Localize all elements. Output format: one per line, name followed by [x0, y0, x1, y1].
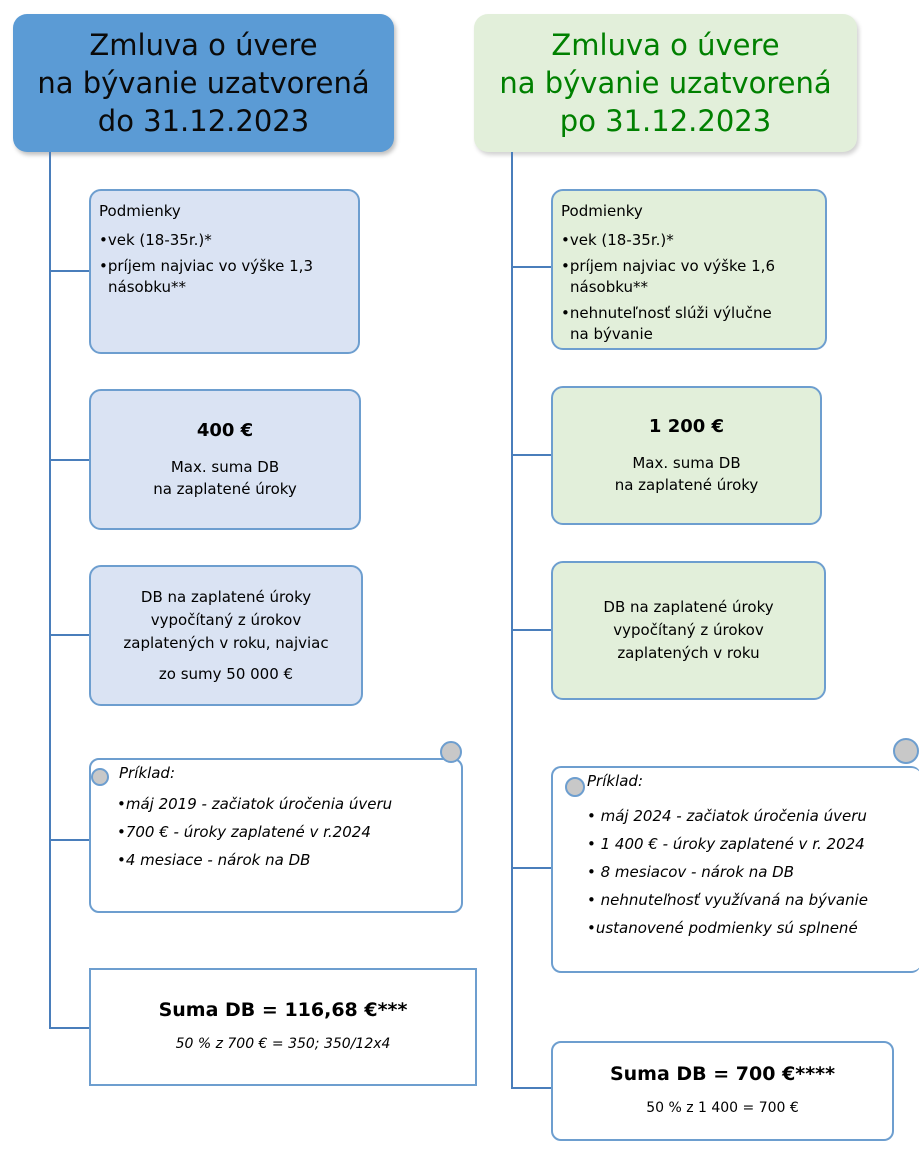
left-header-line-1: Zmluva o úvere	[89, 28, 318, 62]
right-condition-property: •nehnuteľnosť slúži výlučne	[561, 304, 772, 322]
left-conditions-box: Podmienky •vek (18-35r.)* •príjem najvia…	[89, 189, 360, 354]
right-example-item-5: •ustanovené podmienky sú splnené	[587, 919, 858, 937]
right-max-box: 1 200 € Max. suma DB na zaplatené úroky	[551, 386, 822, 525]
right-connector-1	[511, 266, 551, 268]
left-calc-line-3: zaplatených v roku, najviac	[123, 633, 329, 652]
right-condition-property-cont: na bývanie	[570, 325, 653, 343]
left-max-amount: 400 €	[196, 419, 254, 441]
right-max-line-2: na zaplatené úroky	[614, 475, 759, 494]
right-condition-income-cont: násobku**	[570, 278, 648, 296]
left-condition-income: •príjem najviac vo výške 1,3	[99, 257, 313, 275]
right-condition-age: •vek (18-35r.)*	[561, 231, 674, 249]
left-calc-line-1: DB na zaplatené úroky	[140, 587, 312, 606]
left-header-line-3: do 31.12.2023	[97, 104, 310, 138]
right-example-title: Príklad:	[587, 772, 644, 790]
left-connector-5	[49, 1027, 89, 1029]
right-example-item-3: • 8 mesiacov - nárok na DB	[587, 863, 794, 881]
left-calc-line-2: vypočítaný z úrokov	[150, 610, 302, 629]
left-example-title: Príklad:	[119, 764, 176, 782]
left-example-item-2: •700 € - úroky zaplatené v r.2024	[117, 823, 371, 841]
left-max-line-1: Max. suma DB	[170, 457, 280, 476]
right-header-line-1: Zmluva o úvere	[551, 28, 780, 62]
right-connector-2	[511, 454, 551, 456]
right-calc-line-2: vypočítaný z úrokov	[613, 621, 764, 639]
left-sum-calc: 50 % z 700 € = 350; 350/12x4	[175, 1036, 391, 1052]
left-calc-line-4: zo sumy 50 000 €	[158, 664, 294, 683]
left-header-line-2: na bývanie uzatvorená	[37, 66, 370, 100]
right-header: Zmluva o úvere na bývanie uzatvorená po …	[474, 14, 857, 152]
left-calc-box: DB na zaplatené úroky vypočítaný z úroko…	[89, 565, 363, 706]
left-scroll-curl-top	[440, 741, 462, 763]
right-connector-vertical	[511, 152, 513, 1089]
right-example-item-2: • 1 400 € - úroky zaplatené v r. 2024	[587, 835, 865, 853]
left-example-scroll: Príklad: •máj 2019 - začiatok úročenia ú…	[89, 758, 463, 913]
right-example-item-4: • nehnuteľnosť využívaná na bývanie	[587, 891, 868, 909]
right-calc-box: DB na zaplatené úroky vypočítaný z úroko…	[551, 561, 826, 700]
right-conditions-title: Podmienky	[561, 202, 643, 220]
left-scroll-curl-left	[91, 768, 109, 786]
left-conditions-title: Podmienky	[99, 202, 181, 220]
right-conditions-box: Podmienky •vek (18-35r.)* •príjem najvia…	[551, 189, 827, 350]
left-connector-vertical	[49, 152, 51, 1029]
left-max-line-2: na zaplatené úroky	[153, 479, 297, 498]
left-condition-income-cont: násobku**	[108, 278, 186, 296]
left-connector-2	[49, 459, 89, 461]
right-connector-3	[511, 629, 551, 631]
right-sum-calc: 50 % z 1 400 = 700 €	[646, 1100, 799, 1116]
left-condition-age: •vek (18-35r.)*	[99, 231, 212, 249]
right-sum-box: Suma DB = 700 €**** 50 % z 1 400 = 700 €	[551, 1041, 894, 1141]
right-scroll-curl-top	[893, 738, 919, 764]
left-max-box: 400 € Max. suma DB na zaplatené úroky	[89, 389, 361, 530]
right-max-line-1: Max. suma DB	[632, 453, 741, 472]
right-condition-income: •príjem najviac vo výške 1,6	[561, 257, 775, 275]
right-connector-4	[511, 867, 551, 869]
right-scroll-curl-left	[565, 777, 585, 797]
right-example-scroll: Príklad: • máj 2024 - začiatok úročenia …	[551, 766, 919, 973]
right-calc-line-1: DB na zaplatené úroky	[603, 598, 774, 616]
left-connector-1	[49, 270, 89, 272]
right-connector-5	[511, 1087, 551, 1089]
right-sum-title: Suma DB = 700 €****	[609, 1063, 836, 1085]
right-header-line-2: na bývanie uzatvorená	[499, 66, 832, 100]
left-connector-3	[49, 634, 89, 636]
right-example-item-1: • máj 2024 - začiatok úročenia úveru	[587, 807, 867, 825]
right-calc-line-3: zaplatených v roku	[617, 644, 760, 662]
left-sum-box: Suma DB = 116,68 €*** 50 % z 700 € = 350…	[89, 968, 477, 1086]
right-header-line-3: po 31.12.2023	[559, 104, 772, 138]
left-sum-title: Suma DB = 116,68 €***	[158, 999, 408, 1021]
right-max-amount: 1 200 €	[648, 415, 725, 437]
left-connector-4	[49, 839, 89, 841]
left-example-item-3: •4 mesiace - nárok na DB	[117, 851, 311, 869]
left-header: Zmluva o úvere na bývanie uzatvorená do …	[13, 14, 394, 152]
left-example-item-1: •máj 2019 - začiatok úročenia úveru	[117, 795, 393, 813]
